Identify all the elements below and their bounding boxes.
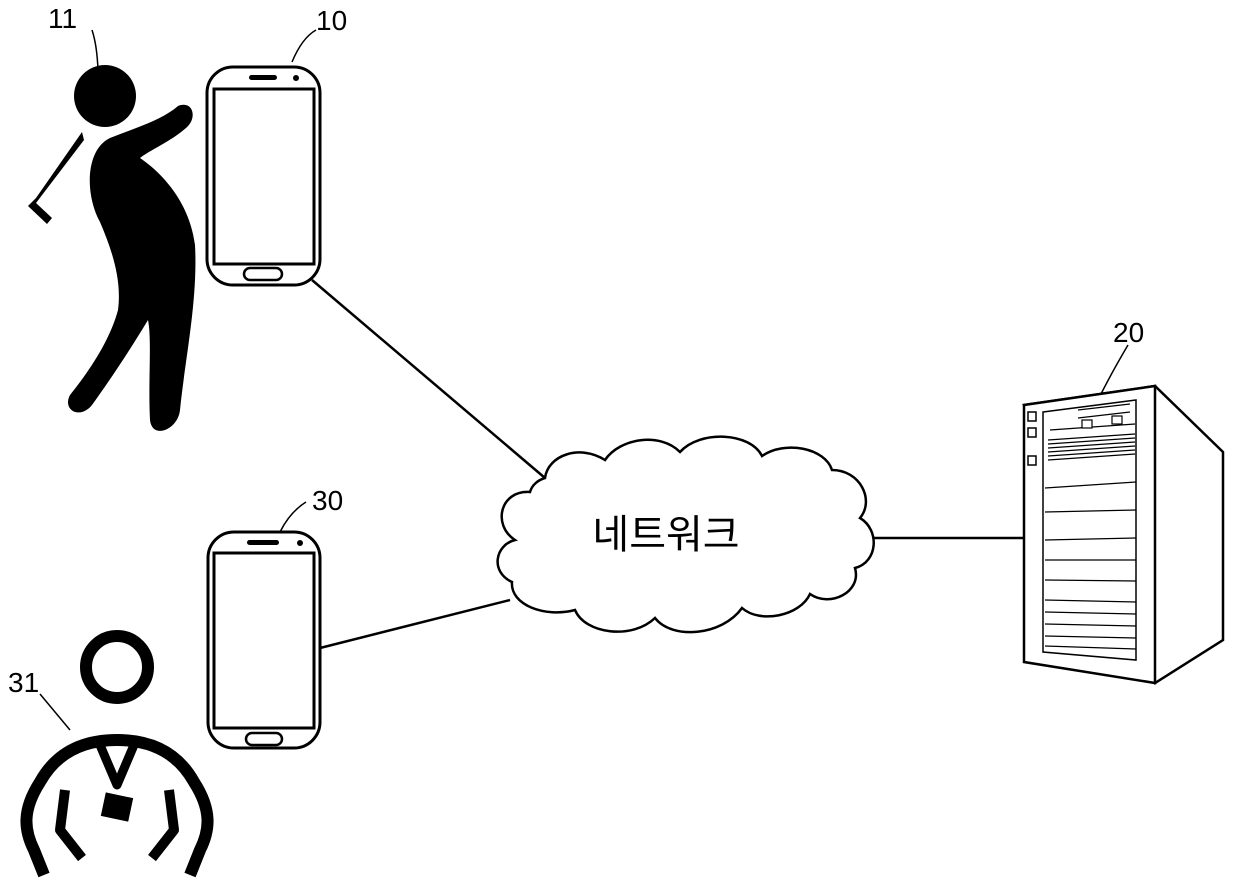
leader-coach bbox=[39, 693, 71, 731]
connections bbox=[311, 279, 1025, 650]
network-cloud-icon: 네트워크 bbox=[496, 435, 875, 634]
leader-golfer bbox=[91, 29, 99, 71]
link-coach-phone-network bbox=[319, 598, 511, 650]
link-golfer-phone-network bbox=[311, 279, 546, 479]
leader-server bbox=[1099, 344, 1129, 397]
leader-coach-phone bbox=[279, 501, 307, 533]
reference-numerals: 11 10 20 30 31 bbox=[8, 3, 1144, 698]
golfer-icon bbox=[28, 65, 196, 431]
server-icon bbox=[1022, 384, 1225, 685]
label-coach-phone: 30 bbox=[312, 485, 343, 516]
network-label: 네트워크 bbox=[592, 512, 739, 558]
coach-phone-icon bbox=[206, 530, 322, 750]
label-golfer-phone: 10 bbox=[316, 5, 347, 36]
label-golfer: 11 bbox=[48, 3, 77, 34]
label-server: 20 bbox=[1113, 317, 1144, 348]
golfer-phone-icon bbox=[205, 65, 322, 287]
leader-lines bbox=[39, 29, 1129, 731]
coach-icon bbox=[20, 630, 214, 878]
leader-golfer-phone bbox=[291, 29, 317, 63]
label-coach: 31 bbox=[8, 667, 39, 698]
